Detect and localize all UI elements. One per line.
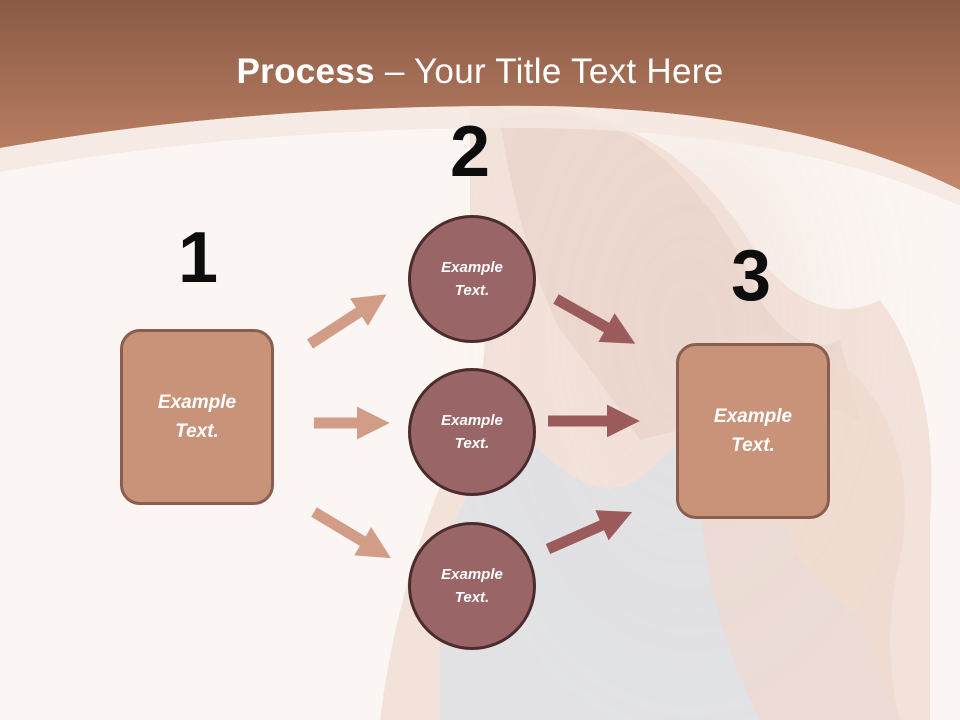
step-3-box-line1: Example (713, 406, 793, 427)
step-1-box: Example Text. (120, 329, 274, 505)
title-rest: – Your Title Text Here (374, 52, 724, 91)
step-2-circle-top-line2: Text. (454, 282, 490, 299)
step-3-box-line2: Text. (731, 435, 775, 456)
step-1-box-line2: Text. (175, 421, 219, 442)
step-3-box: Example Text. (676, 343, 830, 519)
step-number-1: 1 (178, 218, 219, 298)
step-1-box-line1: Example (157, 392, 237, 413)
step-number-3: 3 (731, 236, 772, 316)
step-2-circle-bottom: Example Text. (408, 522, 536, 650)
step-2-circle-middle: Example Text. (408, 368, 536, 496)
step-2-circle-bottom-line2: Text. (454, 589, 490, 606)
step-2-circle-top: Example Text. (408, 215, 536, 343)
step-2-circle-middle-line2: Text. (454, 435, 490, 452)
step-number-2: 2 (450, 112, 491, 192)
slide-title: Process – Your Title Text Here (0, 52, 960, 92)
title-banner (0, 0, 960, 190)
banner-swoosh (0, 105, 960, 206)
step-2-circle-middle-line1: Example (441, 412, 503, 429)
step-2-circle-bottom-line1: Example (441, 566, 503, 583)
title-bold: Process (236, 52, 375, 91)
step-2-circle-top-line1: Example (441, 259, 503, 276)
